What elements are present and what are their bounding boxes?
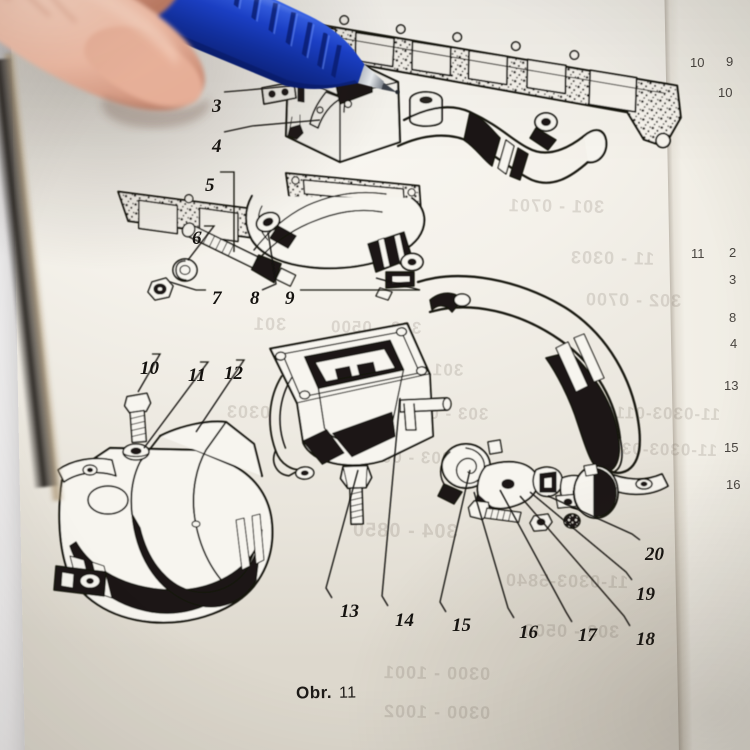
index-number-0: 10 — [690, 55, 705, 70]
index-number-5: 3 — [729, 272, 737, 287]
callout-number-4: 4 — [212, 136, 222, 157]
callout-number-10: 10 — [140, 358, 159, 379]
index-number-8: 13 — [724, 378, 739, 393]
index-number-6: 8 — [729, 310, 737, 325]
callout-number-9: 9 — [285, 288, 295, 309]
figure-caption-number: 11 — [338, 684, 357, 702]
figure-caption-label: Obr. — [295, 682, 333, 703]
callout-number-7: 7 — [212, 288, 222, 309]
callout-number-13: 13 — [340, 601, 359, 622]
callout-number-6: 6 — [192, 228, 202, 249]
figure-caption: Obr. 11 — [296, 682, 357, 703]
index-number-4: 2 — [729, 245, 737, 260]
callout-number-8: 8 — [250, 288, 260, 309]
callout-number-19: 19 — [636, 584, 655, 605]
callout-number-5: 5 — [205, 175, 215, 196]
callout-number-16: 16 — [519, 622, 538, 643]
callout-number-3: 3 — [212, 96, 222, 117]
hand-pointing — [0, 0, 310, 190]
callout-number-20: 20 — [645, 544, 664, 565]
index-number-1: 9 — [726, 54, 734, 69]
callout-number-17: 17 — [578, 625, 597, 646]
index-number-7: 4 — [730, 336, 738, 351]
index-number-2: 10 — [718, 85, 733, 100]
callout-number-18: 18 — [636, 629, 655, 650]
index-number-9: 15 — [724, 440, 739, 455]
callout-number-14: 14 — [395, 610, 414, 631]
callout-number-11: 11 — [188, 365, 206, 386]
index-number-3: 11 — [691, 246, 705, 261]
callout-number-12: 12 — [224, 363, 243, 384]
callout-number-15: 15 — [452, 615, 471, 636]
index-number-10: 16 — [726, 477, 741, 492]
